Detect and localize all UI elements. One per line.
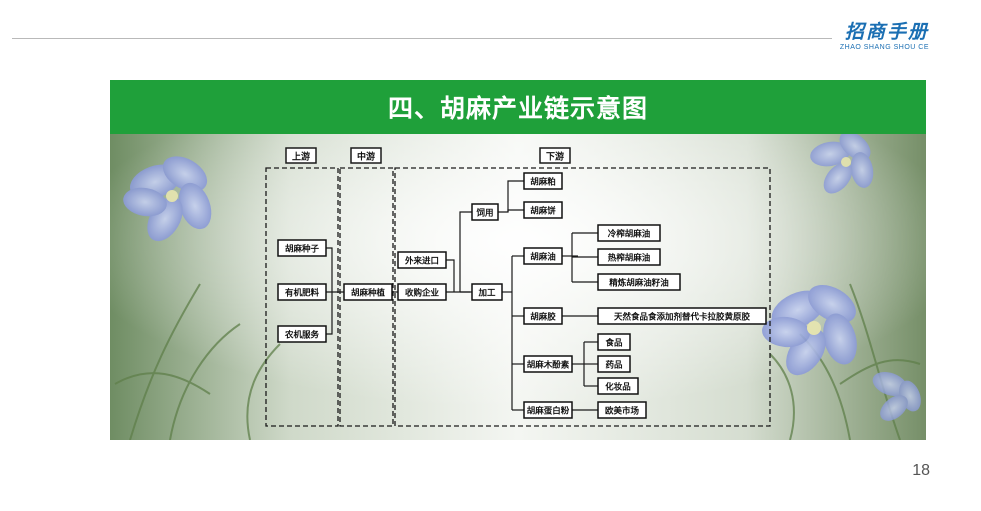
svg-text:胡麻蛋白粉: 胡麻蛋白粉 (527, 406, 570, 417)
svg-text:胡麻种植: 胡麻种植 (351, 288, 386, 299)
svg-text:农机服务: 农机服务 (284, 330, 320, 341)
node-purchase: 收购企业 (397, 283, 447, 301)
svg-text:收购企业: 收购企业 (405, 288, 440, 299)
svg-text:热榨胡麻油: 热榨胡麻油 (608, 253, 651, 264)
svg-text:冷榨胡麻油: 冷榨胡麻油 (608, 229, 651, 240)
decorative-foliage (114, 283, 921, 440)
node-cosmetics: 化妆品 (597, 377, 639, 395)
svg-text:胡麻油: 胡麻油 (530, 252, 556, 263)
node-machinery: 农机服务 (277, 325, 327, 343)
node-euro-market: 欧美市场 (597, 401, 647, 419)
svg-text:欧美市场: 欧美市场 (605, 406, 640, 417)
title-bar: 四、胡麻产业链示意图 (110, 80, 926, 134)
node-gum: 胡麻胶 (523, 307, 563, 325)
svg-text:精炼胡麻油籽油: 精炼胡麻油籽油 (609, 278, 669, 289)
slide-panel: 四、胡麻产业链示意图 (110, 80, 926, 440)
svg-text:化妆品: 化妆品 (605, 382, 631, 393)
midstream-boundary (339, 167, 394, 427)
node-cold-oil: 冷榨胡麻油 (597, 224, 661, 242)
node-medicine: 药品 (597, 355, 631, 373)
svg-text:药品: 药品 (605, 360, 623, 371)
svg-text:有机肥料: 有机肥料 (285, 288, 320, 299)
upstream-boundary (265, 167, 339, 427)
node-fertilizer: 有机肥料 (277, 283, 327, 301)
svg-text:胡麻粕: 胡麻粕 (530, 177, 556, 188)
svg-text:天然食品食添加剂替代卡拉胶黄原胶: 天然食品食添加剂替代卡拉胶黄原胶 (614, 312, 751, 323)
node-import: 外来进口 (397, 251, 447, 269)
header-rule (12, 38, 832, 39)
svg-text:胡麻胶: 胡麻胶 (530, 312, 556, 323)
svg-text:外来进口: 外来进口 (404, 256, 439, 267)
background-glow (110, 134, 926, 440)
section-label: 中游 (357, 151, 375, 163)
svg-text:饲用: 饲用 (475, 208, 493, 219)
svg-text:胡麻木酚素: 胡麻木酚素 (527, 360, 570, 371)
node-planting: 胡麻种植 (343, 283, 393, 301)
brand-name-cn: 招商手册 (844, 21, 929, 43)
flower-right-top (810, 134, 874, 194)
brand-logo: 招商手册 ZHAO SHANG SHOU CE (840, 22, 929, 52)
svg-text:食品: 食品 (605, 338, 623, 349)
node-seed: 胡麻种子 (277, 239, 327, 257)
section-label: 上游 (292, 151, 310, 163)
section-header-midstream: 中游 (350, 147, 382, 164)
page-number: 18 (912, 462, 930, 479)
node-feed: 饲用 (471, 203, 499, 221)
brand-name-en: ZHAO SHANG SHOU CE (839, 44, 929, 51)
svg-text:胡麻种子: 胡麻种子 (285, 244, 320, 255)
industry-chain-diagram: 上游 中游 下游 胡麻种子 有机肥料 农机服务 胡麻种植 外来进口 (110, 134, 926, 440)
node-meal: 胡麻粕 (523, 172, 563, 190)
node-cake: 胡麻饼 (523, 201, 563, 219)
node-food: 食品 (597, 333, 631, 351)
section-boundaries (265, 167, 771, 427)
flower-left-top (123, 156, 212, 242)
flower-right-bottom (872, 371, 921, 421)
node-hot-oil: 热榨胡麻油 (597, 248, 661, 266)
node-protein: 胡麻蛋白粉 (523, 401, 573, 419)
svg-text:胡麻饼: 胡麻饼 (530, 206, 556, 217)
svg-text:加工: 加工 (477, 288, 496, 299)
downstream-boundary (394, 167, 771, 427)
section-header-upstream: 上游 (285, 147, 317, 164)
node-processing: 加工 (471, 283, 503, 301)
flower-right-middle (762, 285, 857, 376)
node-oil: 胡麻油 (523, 247, 563, 265)
section-header-downstream: 下游 (539, 147, 571, 164)
node-lignan: 胡麻木酚素 (523, 355, 573, 373)
slide-title: 四、胡麻产业链示意图 (387, 94, 648, 123)
section-label: 下游 (546, 151, 564, 163)
node-gum-use: 天然食品食添加剂替代卡拉胶黄原胶 (597, 307, 767, 325)
connector-lines (326, 180, 598, 411)
node-refined-oil: 精炼胡麻油籽油 (597, 273, 681, 291)
